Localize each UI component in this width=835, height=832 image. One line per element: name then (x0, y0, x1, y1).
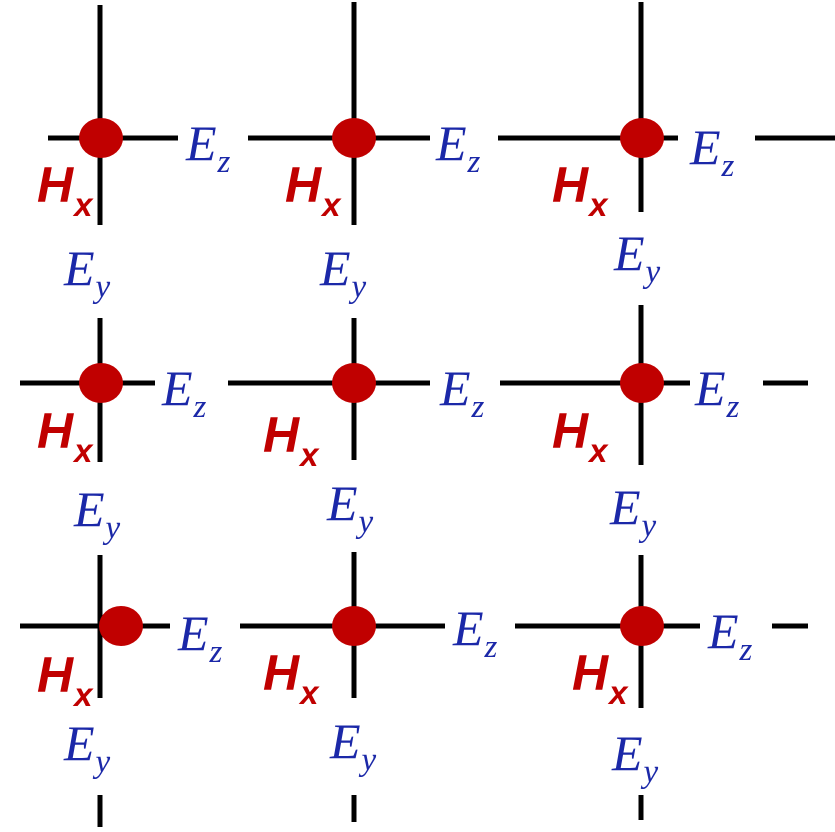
ey-label-subscript: y (643, 754, 659, 790)
ez-label-symbol: E (708, 603, 739, 659)
hx-node (332, 606, 376, 646)
ez-label-subscript: z (467, 144, 481, 180)
hx-label-subscript: x (74, 676, 93, 713)
ez-label-symbol: E (453, 600, 484, 656)
hx-label: Hx (285, 157, 340, 221)
hx-label-subscript: x (74, 186, 93, 223)
ez-label-subscript: z (739, 632, 753, 668)
ey-label-symbol: E (74, 481, 105, 537)
hx-label: Hx (263, 407, 318, 471)
hx-label: Hx (572, 645, 627, 709)
ez-label: Ez (695, 360, 739, 424)
ey-label-subscript: y (358, 504, 374, 540)
ez-label: Ez (440, 360, 484, 424)
ez-label: Ez (186, 115, 230, 179)
hx-label-subscript: x (322, 186, 341, 223)
ey-label-symbol: E (320, 240, 351, 296)
ey-label: Ey (612, 725, 658, 789)
hx-label-subscript: x (300, 674, 319, 711)
ez-label: Ez (178, 605, 222, 669)
hx-node (79, 118, 123, 158)
hx-label-symbol: H (285, 157, 322, 213)
hx-node (620, 606, 664, 646)
hx-label-subscript: x (609, 674, 628, 711)
ey-label-subscript: y (105, 510, 121, 546)
hx-label-symbol: H (552, 403, 589, 459)
ez-label-symbol: E (436, 115, 467, 171)
ey-label-symbol: E (64, 240, 95, 296)
hx-label-symbol: H (37, 647, 74, 703)
hx-node (332, 363, 376, 403)
ey-label-symbol: E (327, 475, 358, 531)
hx-label: Hx (37, 647, 92, 711)
ez-label: Ez (708, 603, 752, 667)
hx-label-symbol: H (37, 157, 74, 213)
hx-label-symbol: H (37, 403, 74, 459)
ey-label-subscript: y (361, 742, 377, 778)
ey-label-symbol: E (330, 713, 361, 769)
ey-label: Ey (64, 240, 110, 304)
ez-label: Ez (162, 360, 206, 424)
ez-label-subscript: z (209, 634, 223, 670)
ey-label: Ey (327, 475, 373, 539)
ez-label: Ez (690, 119, 734, 183)
hx-label-subscript: x (300, 436, 319, 473)
ey-label-symbol: E (64, 715, 95, 771)
ey-label: Ey (610, 479, 656, 543)
ez-label-symbol: E (178, 605, 209, 661)
ey-label: Ey (320, 240, 366, 304)
ez-label-subscript: z (471, 389, 485, 425)
hx-node (332, 118, 376, 158)
ey-label-subscript: y (95, 269, 111, 305)
ez-label-symbol: E (440, 360, 471, 416)
hx-node (79, 363, 123, 403)
ey-label: Ey (74, 481, 120, 545)
hx-label: Hx (37, 403, 92, 467)
ez-label-symbol: E (162, 360, 193, 416)
hx-nodes (79, 118, 664, 646)
ey-label-symbol: E (610, 479, 641, 535)
hx-label-subscript: x (589, 432, 608, 469)
hx-label-symbol: H (263, 407, 300, 463)
ey-label-symbol: E (614, 225, 645, 281)
hx-label-symbol: H (572, 645, 609, 701)
ez-label: Ez (436, 115, 480, 179)
hx-node (620, 118, 664, 158)
hx-node (620, 363, 664, 403)
hx-label-subscript: x (589, 186, 608, 223)
ez-label-symbol: E (186, 115, 217, 171)
ez-label-subscript: z (484, 629, 498, 665)
ey-label-subscript: y (645, 254, 661, 290)
ey-label: Ey (614, 225, 660, 289)
ez-label-symbol: E (690, 119, 721, 175)
ez-label-symbol: E (695, 360, 726, 416)
hx-label: Hx (263, 645, 318, 709)
hx-label-subscript: x (74, 432, 93, 469)
hx-label: Hx (552, 403, 607, 467)
ez-label-subscript: z (217, 144, 231, 180)
ey-label-subscript: y (95, 744, 111, 780)
ey-label-symbol: E (612, 725, 643, 781)
ey-label-subscript: y (351, 269, 367, 305)
ey-label-subscript: y (641, 508, 657, 544)
ez-label-subscript: z (726, 389, 740, 425)
hx-label-symbol: H (263, 645, 300, 701)
ez-label-subscript: z (193, 389, 207, 425)
ez-label: Ez (453, 600, 497, 664)
ez-label-subscript: z (721, 148, 735, 184)
ey-label: Ey (64, 715, 110, 779)
ey-label: Ey (330, 713, 376, 777)
hx-label-symbol: H (552, 157, 589, 213)
hx-label: Hx (552, 157, 607, 221)
hx-label: Hx (37, 157, 92, 221)
hx-node (99, 606, 143, 646)
